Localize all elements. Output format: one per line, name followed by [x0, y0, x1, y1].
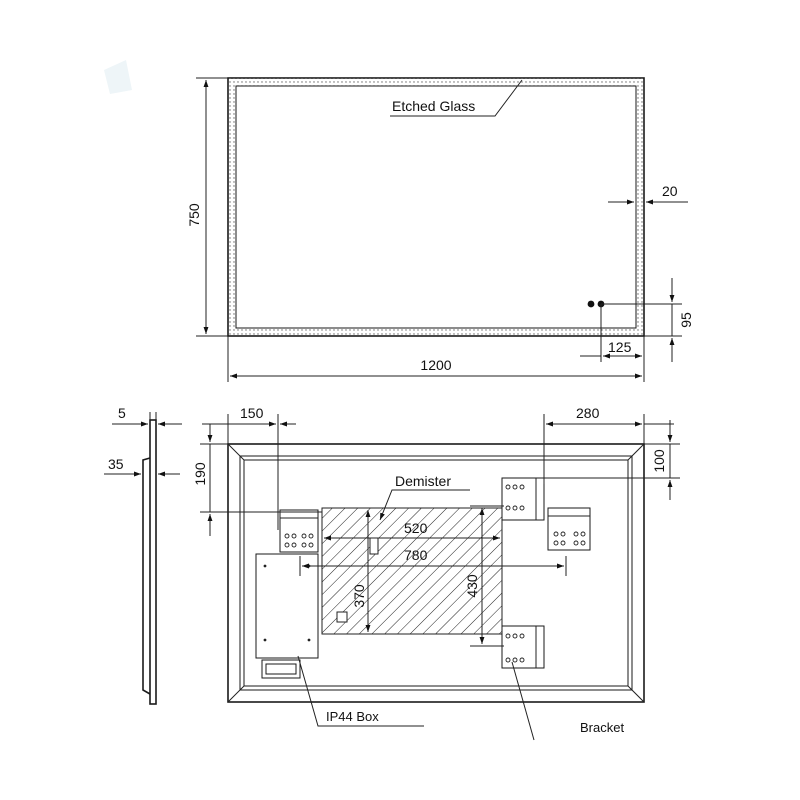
demister-label: Demister [395, 473, 451, 489]
dim-520-label: 520 [404, 520, 428, 536]
front-view: Etched Glass 750 1200 20 95 125 [186, 77, 694, 382]
side-frame-profile [142, 457, 151, 695]
ip44-label: IP44 Box [326, 709, 379, 724]
mitre-tl [227, 443, 245, 461]
ip44-dot-3 [263, 638, 267, 642]
sensor-dot-1 [587, 300, 595, 308]
mitre-tr [627, 443, 645, 461]
rear-frame-inner-1 [239, 455, 633, 691]
dim-780-label: 780 [404, 547, 428, 563]
etched-glass-label: Etched Glass [392, 98, 475, 114]
side-glass-profile [149, 419, 157, 705]
mitre-br [627, 685, 645, 703]
ip44-terminal [261, 659, 301, 679]
bracket-left [279, 509, 319, 553]
bracket-top-right [501, 477, 545, 521]
dim-35-label: 35 [108, 456, 124, 472]
demister-pad [321, 507, 503, 635]
bracket-mid-right [547, 507, 591, 551]
ip44-dot-4 [307, 638, 311, 642]
mitre-bl [227, 685, 245, 703]
dim-125-label: 125 [608, 339, 632, 355]
side-view: 5 35 [104, 405, 182, 705]
ip44-box [255, 553, 319, 659]
mirror-glass-inner [235, 85, 637, 329]
corner-mark [104, 60, 132, 94]
ip44-dot-1 [263, 564, 267, 568]
demister-leader [379, 489, 470, 521]
dim-190-label: 190 [192, 462, 208, 486]
etched-glass-leader [390, 79, 523, 117]
demister-connector [369, 537, 379, 555]
dim-20-label: 20 [662, 183, 678, 199]
demister-small-square [336, 611, 348, 623]
rear-view: 150 280 190 100 Demister 520 780 [192, 405, 680, 741]
dim-280-label: 280 [576, 405, 600, 421]
dim-370-label: 370 [351, 584, 367, 608]
dim-1200-label: 1200 [420, 357, 451, 373]
dim-5-label: 5 [118, 405, 126, 421]
dim-100-label: 100 [651, 449, 667, 473]
ip44-terminal-inner [265, 663, 297, 675]
dim-95-label: 95 [678, 312, 694, 328]
rear-frame-outer [227, 443, 645, 703]
dim-430-label: 430 [464, 574, 480, 598]
ip44-leader [297, 655, 424, 727]
bracket-bottom-right [501, 625, 545, 669]
etched-glass-border [228, 78, 644, 336]
dim-150-label: 150 [240, 405, 264, 421]
bracket-label: Bracket [580, 720, 624, 735]
rear-frame-inner-2 [243, 459, 629, 687]
mirror-frame-outer [227, 77, 645, 337]
dim-750-label: 750 [186, 203, 202, 227]
bracket-leader [511, 661, 535, 741]
